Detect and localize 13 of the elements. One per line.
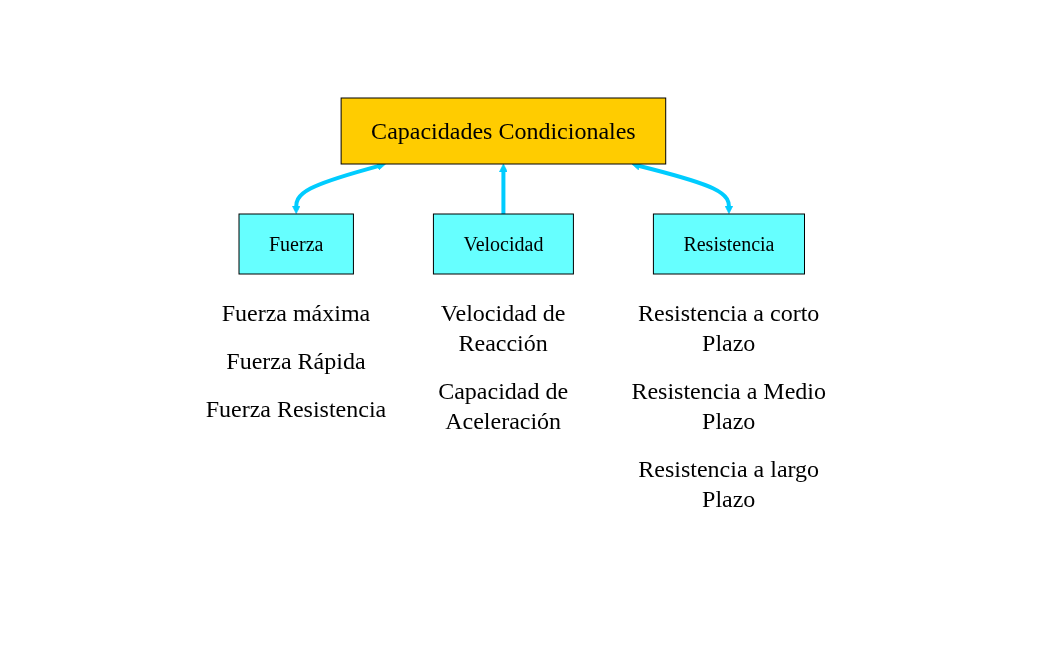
capacity-text: Resistencia a corto Plazo [637, 299, 821, 358]
node-box: Resistencia [652, 213, 805, 275]
node-box: Velocidad [432, 213, 574, 275]
node-box: Fuerza [238, 213, 354, 275]
capacity-text: Resistencia a largo Plazo [637, 455, 821, 514]
capacity-text: Capacidad de Aceleración [437, 377, 570, 436]
node-box: Capacidades Condicionales [340, 97, 666, 165]
capacity-text: Velocidad de Reacción [439, 299, 567, 358]
capacity-text: Fuerza Rápida [225, 347, 367, 376]
capacity-text: Resistencia a Medio Plazo [630, 377, 827, 436]
capacity-text: Fuerza máxima [220, 299, 372, 328]
arrow [498, 163, 508, 214]
capacity-text: Fuerza Resistencia [204, 395, 388, 424]
